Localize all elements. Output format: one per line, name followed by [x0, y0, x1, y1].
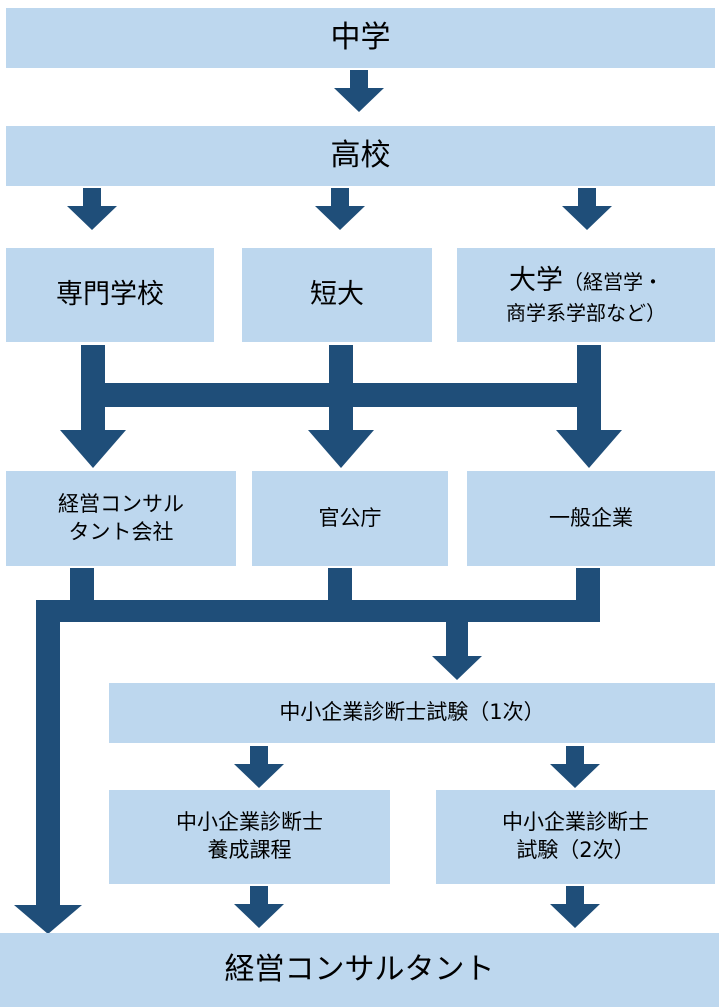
direct-route-left — [36, 600, 60, 905]
arrow-high-school-to-vocational — [67, 188, 117, 230]
node-junior-college-label: 短大 — [310, 279, 364, 311]
arrow-junior-high-to-high-school — [334, 70, 384, 112]
node-university-label: 大学 — [509, 265, 563, 297]
node-high-school: 高校 — [6, 126, 715, 186]
node-university: 大学（経営学・ 商学系学部など） — [457, 248, 715, 342]
node-training-course-line1: 中小企業診断士 — [176, 810, 323, 835]
node-exam-second-line1: 中小企業診断士 — [502, 810, 649, 835]
node-training-course-line2: 養成課程 — [207, 838, 292, 862]
arrow-to-consulting-firm — [60, 430, 126, 468]
node-vocational-school-label: 専門学校 — [56, 279, 164, 311]
node-junior-college: 短大 — [242, 248, 432, 342]
node-university-detail-1: （経営学・ — [563, 270, 663, 295]
node-junior-high-label: 中学 — [330, 20, 391, 56]
node-exam-first: 中小企業診断士試験（1次） — [109, 683, 715, 743]
arrow-exam-first-to-training — [234, 746, 284, 788]
node-consulting-firm: 経営コンサル タント会社 — [6, 471, 236, 566]
horizontal-education-merge — [81, 383, 601, 407]
node-exam-first-label: 中小企業診断士試験（1次） — [279, 700, 545, 725]
node-general-company-label: 一般企業 — [549, 505, 633, 530]
node-high-school-label: 高校 — [330, 138, 391, 174]
node-vocational-school: 専門学校 — [6, 248, 214, 342]
node-university-detail-2: 商学系学部など） — [506, 300, 666, 325]
node-consultant-label: 経営コンサルタント — [224, 952, 495, 988]
vertical-to-exam-first — [446, 622, 468, 658]
node-exam-second-line2: 試験（2次） — [516, 838, 635, 862]
node-training-course: 中小企業診断士 養成課程 — [109, 790, 390, 884]
arrow-to-government — [308, 430, 374, 468]
arrow-to-exam-first — [432, 656, 482, 680]
node-junior-high: 中学 — [6, 8, 715, 68]
node-government-label: 官公庁 — [318, 505, 382, 530]
arrow-exam-second-to-consultant — [550, 886, 600, 928]
node-government: 官公庁 — [252, 471, 448, 566]
node-consulting-firm-line2: タント会社 — [68, 519, 174, 544]
arrow-high-school-to-junior-college — [315, 188, 365, 230]
arrow-exam-first-to-exam-second — [550, 746, 600, 788]
node-exam-second: 中小企業診断士 試験（2次） — [436, 790, 715, 884]
node-consultant: 経営コンサルタント — [0, 933, 719, 1007]
arrow-direct-to-consultant — [14, 905, 82, 934]
arrow-to-general-company — [556, 430, 622, 468]
node-general-company: 一般企業 — [467, 471, 715, 566]
horizontal-employer-merge — [36, 600, 600, 622]
arrow-high-school-to-university — [562, 188, 612, 230]
node-consulting-firm-line1: 経営コンサル — [58, 491, 184, 516]
arrow-training-to-consultant — [234, 886, 284, 928]
